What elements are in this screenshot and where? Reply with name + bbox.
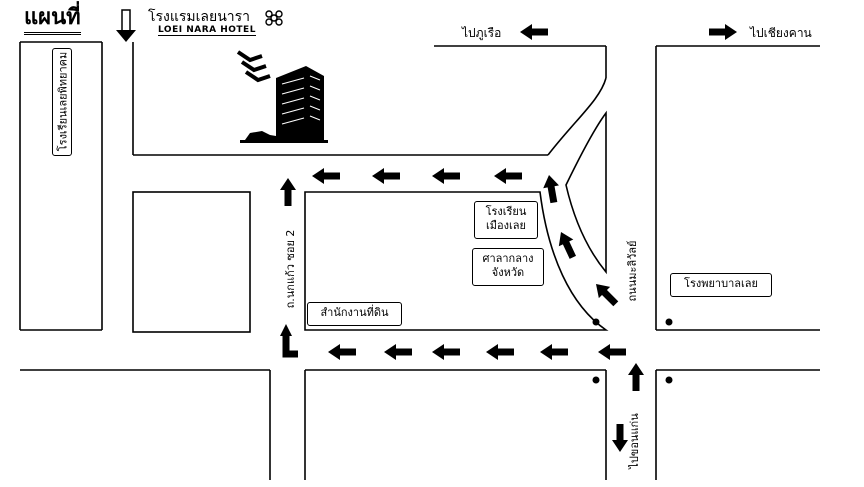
hotel-name-th: โรงแรมเลยนารา (148, 9, 251, 25)
hotel-logo-icon (116, 9, 136, 42)
map-title: แผนที่ (24, 4, 81, 35)
flower-icon (265, 10, 283, 26)
turn-arrow (280, 324, 298, 358)
location-dots (592, 318, 673, 384)
hospital-label: โรงพยาบาลเลย (670, 273, 772, 297)
main-street-label: ถนนมะลิวัลย์ (626, 240, 639, 302)
land-office-label: สำนักงานที่ดิน (307, 302, 402, 326)
court-label: ศาลากลาง จังหวัด (472, 248, 544, 286)
direction-right: ไปเชียงคาน (750, 26, 812, 40)
hotel-name-en: LOEI NARA HOTEL (158, 25, 256, 36)
school-mid-label: โรงเรียน เมืองเลย (474, 201, 538, 239)
soi-street-label: ถ.นกแก้ว ซอย 2 (284, 229, 297, 309)
hotel-building-icon (236, 50, 328, 143)
road-lines (19, 41, 820, 480)
direction-left: ไปภูเรือ (462, 26, 502, 40)
direction-down: ไปขอนแก่น (628, 413, 641, 469)
school-left-label: โรงเรียนเลยพิทยาคม (52, 48, 72, 156)
